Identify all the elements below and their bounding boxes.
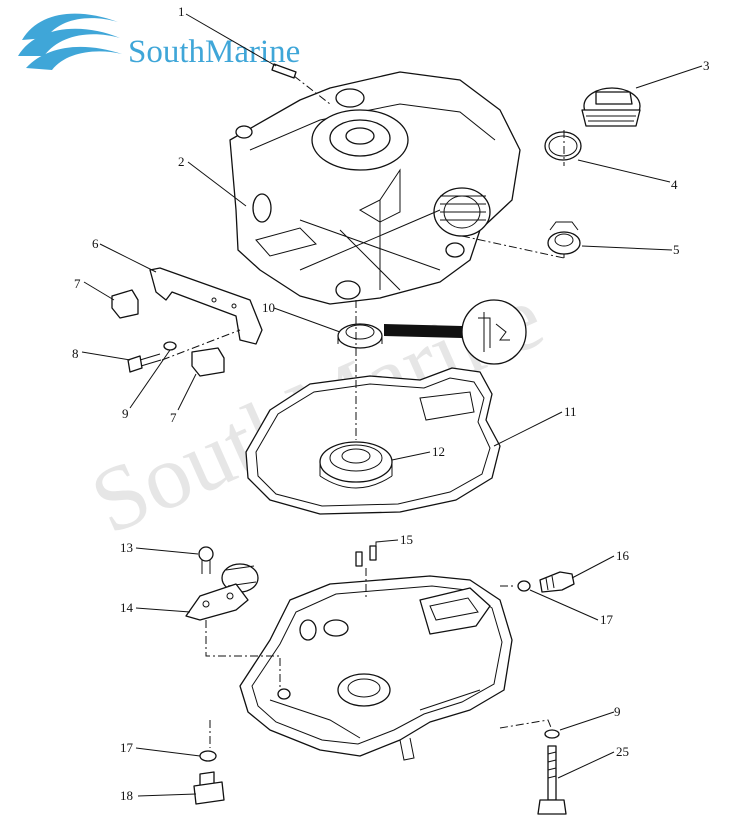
callout-17-right: 17 xyxy=(600,612,614,627)
bolt-part-8 xyxy=(127,353,162,373)
callout-17-lower: 17 xyxy=(120,740,134,755)
washer-part-9-upper xyxy=(163,341,177,351)
washer-part-9-lower xyxy=(544,729,560,739)
callout-11: 11 xyxy=(564,404,577,419)
callout-8: 8 xyxy=(72,346,79,361)
drain-bolt-part-18 xyxy=(193,771,225,805)
callout-12: 12 xyxy=(432,444,445,459)
callout-18: 18 xyxy=(120,788,133,803)
callout-6: 6 xyxy=(92,236,99,251)
gasket-part-11 xyxy=(245,367,501,515)
callout-9-upper: 9 xyxy=(122,406,129,421)
pump-part-14 xyxy=(185,546,259,621)
oil-seal-part-5 xyxy=(547,221,581,255)
pin-part-1 xyxy=(271,63,297,79)
bolt-part-25 xyxy=(537,745,567,815)
callout-16: 16 xyxy=(616,548,630,563)
crankcase-lower xyxy=(239,575,513,761)
dowel-pins-part-15 xyxy=(355,545,377,567)
crankcase-cover-upper xyxy=(229,71,521,305)
callout-1: 1 xyxy=(178,4,185,19)
bolt-part-16 xyxy=(539,571,575,593)
callout-9-lower: 9 xyxy=(614,704,621,719)
washer-part-17-lower xyxy=(199,750,217,762)
callout-7-upper: 7 xyxy=(74,276,81,291)
callout-3: 3 xyxy=(703,58,710,73)
seal-part-10 xyxy=(337,323,383,349)
callout-14: 14 xyxy=(120,600,134,615)
seal-detail-view xyxy=(384,299,527,365)
callout-labels: 1 2 3 4 5 6 7 7 8 9 10 11 12 13 14 15 16… xyxy=(72,4,710,803)
callout-10: 10 xyxy=(262,300,275,315)
drain-plug-part-3 xyxy=(581,87,641,127)
leader-lines xyxy=(81,13,703,797)
rubber-block-part-7-lower xyxy=(191,347,225,377)
callout-25: 25 xyxy=(616,744,629,759)
callout-13: 13 xyxy=(120,540,133,555)
callout-7-lower: 7 xyxy=(170,410,177,425)
rubber-block-part-7-upper xyxy=(111,289,139,319)
callout-5: 5 xyxy=(673,242,680,257)
o-ring-part-4 xyxy=(544,131,582,161)
southmarine-logo: SouthMarine xyxy=(18,13,300,70)
washer-part-17-right xyxy=(517,580,531,592)
bearing-part-12 xyxy=(319,441,393,489)
callout-2: 2 xyxy=(178,154,185,169)
bracket-part-6 xyxy=(149,267,263,345)
callout-4: 4 xyxy=(671,177,678,192)
callout-15: 15 xyxy=(400,532,413,547)
alignment-lines xyxy=(161,75,565,748)
